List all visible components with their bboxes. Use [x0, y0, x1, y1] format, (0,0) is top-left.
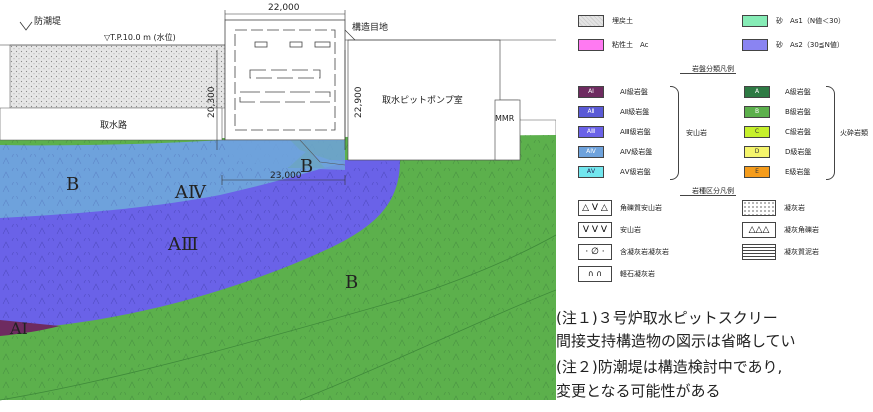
seawall-label: 防潮堤: [34, 15, 61, 27]
mmr-block: [494, 99, 521, 161]
zone-a1-rock: [0, 320, 60, 336]
note-line: (注２)防潮堤は構造検討中であり,: [556, 358, 783, 376]
pump-room: [347, 39, 501, 161]
zone-label: AⅣ: [174, 182, 207, 203]
legend-label: AⅡ級岩盤: [620, 108, 650, 116]
legend-label: AⅣ級岩盤: [620, 148, 653, 156]
top-width-dimension: 22,000: [268, 3, 300, 13]
legend-swatch-a5: AⅤ: [578, 166, 604, 178]
right-height-dimension: 22,900: [354, 86, 364, 118]
legend-label: B級岩盤: [785, 108, 811, 116]
intake-channel-label: 取水路: [100, 119, 127, 131]
legend-swatch-a1: AⅠ: [578, 86, 604, 98]
note-line: 間接支持構造物の図示は省略してい: [556, 332, 796, 350]
legend-symbol-dash: · ∅ ·: [578, 244, 612, 260]
zone-label: B: [300, 156, 313, 177]
legend-label: C級岩盤: [785, 128, 811, 136]
zone-label: B: [345, 272, 358, 293]
legend-symbol-tuffaceous-mudstone: [742, 244, 776, 260]
legend-swatch-a3: AⅢ: [578, 126, 604, 138]
intake-pit-structure: [224, 19, 346, 141]
bottom-width-dimension: 23,000: [270, 171, 302, 181]
legend-swatch-class-e: E: [744, 166, 770, 178]
legend-label: AⅢ級岩盤: [620, 128, 651, 136]
legend-label: AⅤ級岩盤: [620, 168, 651, 176]
legend-label: 凝灰岩: [784, 204, 805, 212]
legend-label: 軽石凝灰岩: [620, 270, 655, 278]
legend-label: 埋戻土: [612, 17, 633, 25]
legend-symbol-tuff-breccia: △△△: [742, 222, 776, 238]
legend-swatch-sand-as2: [742, 39, 768, 51]
rock-class-title: 岩盤分類凡例: [692, 65, 734, 73]
legend-swatch-a4: AⅣ: [578, 146, 604, 158]
legend-label: A級岩盤: [785, 88, 811, 96]
rock-type-title: 岩種区分凡例: [692, 187, 734, 195]
legend-swatch-class-d: D: [744, 146, 770, 158]
volcanic-group-label: 火砕岩類: [840, 129, 868, 137]
legend-label: 砂 As1（N値＜30）: [776, 17, 846, 25]
legend-label: AⅠ級岩盤: [620, 88, 648, 96]
legend-label: 含凝灰岩凝灰岩: [620, 248, 669, 256]
zone-label: AⅢ: [167, 234, 198, 255]
left-height-dimension: 20,300: [207, 86, 217, 118]
legend-swatch-class-c: C: [744, 126, 770, 138]
legend-label: 凝灰質泥岩: [784, 248, 819, 256]
structure-joint-label: 構造目地: [352, 21, 388, 33]
legend-label: 角礫質安山岩: [620, 204, 662, 212]
zone-label: AⅠ: [9, 319, 28, 338]
water-level-label: ▽T.P.10.0 m (水位): [104, 32, 176, 42]
legend-label: D級岩盤: [785, 148, 812, 156]
legend-swatch-clay-ac: [578, 39, 604, 51]
pump-room-label: 取水ピットポンプ室: [382, 94, 463, 106]
andesite-group-label: 安山岩: [686, 129, 707, 137]
andesite-brace: [670, 86, 679, 180]
backfill-soil: [9, 44, 226, 109]
legend-swatch-sand-as1: [742, 15, 768, 27]
legend-label: E級岩盤: [785, 168, 811, 176]
legend-label: 砂 As2（30≦N値）: [776, 41, 844, 49]
legend-label: 粘性土 Ac: [612, 41, 649, 49]
volcanic-brace: [826, 86, 835, 180]
legend-swatch-class-b: B: [744, 106, 770, 118]
legend-swatch-class-a: A: [744, 86, 770, 98]
legend-label: 安山岩: [620, 226, 641, 234]
zone-label: B: [66, 174, 79, 195]
geological-cross-section: 防潮堤 ▽T.P.10.0 m (水位) 22,000 構造目地 20,300 …: [0, 3, 556, 401]
legend-symbol-andesite: V V V: [578, 222, 612, 238]
note-line: (注１)３号炉取水ピットスクリー: [556, 309, 778, 327]
legend-label: 凝灰角礫岩: [784, 226, 819, 234]
legend-swatch-backfill: [578, 15, 604, 27]
legend-symbol-pumice-tuff: ∩ ∩: [578, 266, 612, 282]
legend-symbol-angular-andesite: △ V △: [578, 200, 612, 216]
mmr-label: MMR: [495, 114, 515, 123]
legend-swatch-a2: AⅡ: [578, 106, 604, 118]
legend-symbol-tuff: [742, 200, 776, 216]
note-line: 変更となる可能性がある: [556, 382, 721, 400]
